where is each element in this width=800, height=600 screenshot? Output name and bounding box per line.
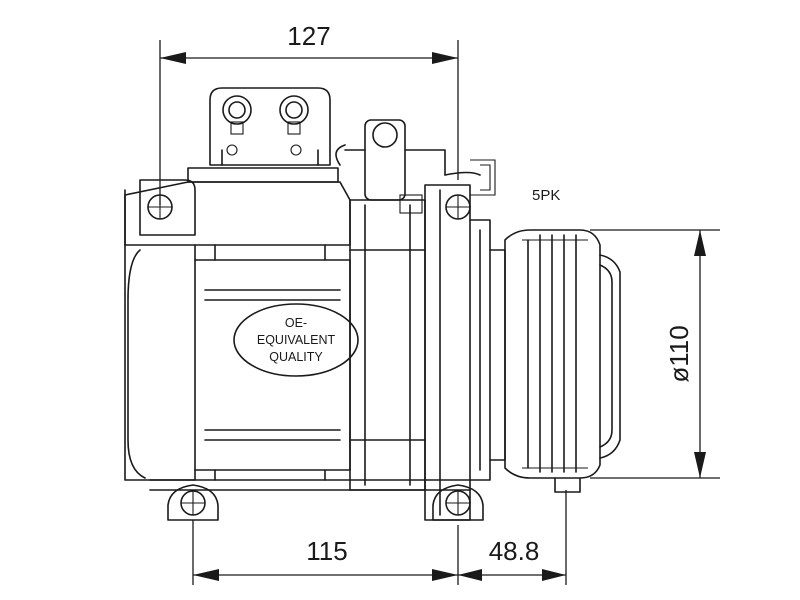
dimension-bottom-right-label: 48.8 xyxy=(489,536,540,566)
badge-line-2: EQUIVALENT xyxy=(257,333,336,347)
belt-type-label: 5PK xyxy=(532,187,560,204)
badge-line-3: QUALITY xyxy=(269,350,323,364)
clutch-pulley xyxy=(489,229,621,493)
refrigerant-port-flange xyxy=(209,87,331,166)
dimension-bottom: 115 48.8 xyxy=(192,490,567,585)
dimension-top-width-label: 127 xyxy=(287,21,330,51)
badge-line-1: OE- xyxy=(285,316,307,330)
mounting-hole-top-left xyxy=(147,194,173,220)
mounting-hole-top-right xyxy=(445,194,471,220)
mounting-hole-bottom-right xyxy=(432,484,484,521)
dimension-bottom-left-label: 115 xyxy=(306,536,347,566)
mounting-hole-bottom-left xyxy=(167,484,219,521)
dimension-pulley-diameter: ø110 xyxy=(590,229,720,479)
dimension-pulley-diameter-label: ø110 xyxy=(664,325,694,382)
compressor-body xyxy=(124,167,491,521)
dimension-top-width: 127 xyxy=(159,21,459,205)
oe-equivalent-quality-badge: OE- EQUIVALENT QUALITY xyxy=(233,303,359,377)
electrical-connector xyxy=(335,119,496,214)
